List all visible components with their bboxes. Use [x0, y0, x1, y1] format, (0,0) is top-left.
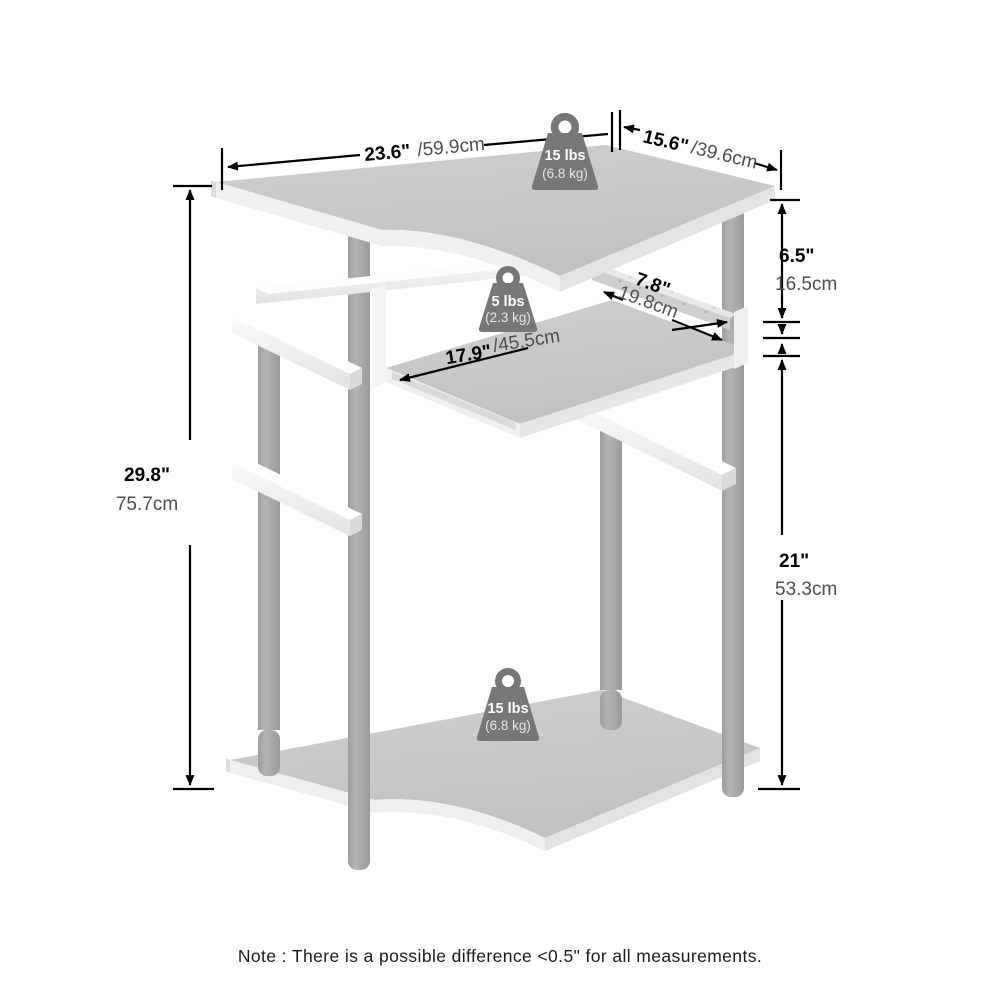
weight-badge-bottom-shelf: 15 lbs (6.8 kg) — [476, 668, 540, 741]
top-panel-front-edge — [216, 182, 560, 292]
badge-body-tray — [478, 283, 538, 332]
badge-ring-hole-tray — [502, 272, 514, 284]
bottom-shelf-left-edge — [226, 758, 230, 773]
badge-kg-tray: (2.3 kg) — [485, 310, 531, 325]
foot-front-left — [348, 790, 370, 870]
rail-right-upper-cap — [722, 468, 736, 491]
tray-right-edge — [520, 350, 748, 438]
width-cm-label: /59.9cm — [417, 134, 486, 161]
furniture-body — [211, 145, 775, 870]
depth-dim-line-right — [753, 161, 778, 172]
top-panel-right-edge — [560, 186, 775, 292]
tray-depth-line-end — [671, 318, 723, 342]
badge-kg-bottom: (6.8 kg) — [485, 718, 531, 733]
rail-left-upper-cap — [350, 368, 362, 390]
lower-clearance-inches-label: 21" — [779, 551, 809, 572]
top-clearance-inches-label: 6.5" — [779, 246, 814, 267]
tray-right-post — [734, 306, 748, 369]
rail-left-upper-top — [232, 311, 362, 374]
bottom-shelf-front-edge — [230, 760, 545, 851]
slide-rail-texture — [618, 276, 715, 314]
dimension-tray-width: 17.9" /45.5cm — [399, 318, 728, 382]
badge-kg-top: (6.8 kg) — [542, 166, 588, 181]
total-height-cm-label: 75.7cm — [116, 494, 178, 515]
badge-body-bottom — [476, 687, 540, 741]
depth-dim-line-left — [623, 124, 641, 134]
tray-depth-line-start — [603, 290, 624, 302]
rail-left-lower-cap — [350, 514, 362, 536]
badge-ring-hole-top — [558, 120, 572, 134]
dimension-top-clearance: 6.5" 16.5cm — [763, 198, 837, 354]
tray-panel-surface — [386, 300, 748, 424]
foot-rear-right — [600, 690, 622, 730]
bottom-shelf — [226, 330, 760, 870]
bottom-shelf-right-edge — [545, 748, 760, 851]
top-panel — [211, 145, 775, 292]
depth-inches-label: 15.6" — [641, 126, 691, 157]
rail-left-upper — [232, 317, 350, 390]
rail-right-upper-top — [578, 397, 736, 475]
top-panel-surface — [216, 145, 775, 276]
width-inches-label: 23.6" — [364, 141, 412, 166]
slide-rail-right-top — [592, 264, 736, 318]
tray-width-line-right — [671, 318, 728, 332]
width-dim-line-left — [227, 153, 361, 171]
width-dim-line-right — [483, 132, 609, 147]
measurement-note: Note : There is a possible difference <0… — [237, 946, 763, 966]
slide-rail-left — [392, 372, 516, 430]
badge-lbs-top: 15 lbs — [544, 148, 585, 164]
tray-left-bracket — [372, 284, 386, 388]
badge-lbs-bottom: 15 lbs — [487, 701, 528, 717]
support-rails-left — [232, 311, 362, 536]
rail-left-lower — [232, 463, 350, 536]
top-panel-left-edge — [211, 180, 216, 198]
slide-rail-right — [592, 268, 730, 330]
support-rails-right — [578, 397, 736, 491]
total-height-inches-label: 29.8" — [124, 465, 170, 486]
weight-badge-top-shelf: 15 lbs (6.8 kg) — [531, 112, 599, 190]
badge-lbs-tray: 5 lbs — [491, 294, 524, 310]
dimension-total-height: 29.8" 75.7cm — [116, 184, 214, 791]
tray-width-line-left — [399, 346, 529, 382]
foot-rear-left — [258, 730, 280, 776]
weight-badge-keyboard-tray: 5 lbs (2.3 kg) — [478, 266, 538, 332]
bottom-shelf-top-face — [230, 690, 760, 838]
legs-lower-rear — [258, 330, 622, 730]
leg-rear-left — [258, 330, 280, 730]
badge-body-top — [531, 133, 599, 190]
badge-ring-hole-bottom — [502, 675, 514, 687]
top-clearance-cm-label: 16.5cm — [775, 274, 837, 295]
rail-right-upper — [578, 404, 722, 491]
lower-clearance-cm-label: 53.3cm — [775, 579, 837, 600]
leg-rear-right — [600, 430, 622, 690]
rail-left-lower-top — [232, 457, 362, 520]
dimension-lower-clearance: 21" 53.3cm — [758, 354, 837, 791]
